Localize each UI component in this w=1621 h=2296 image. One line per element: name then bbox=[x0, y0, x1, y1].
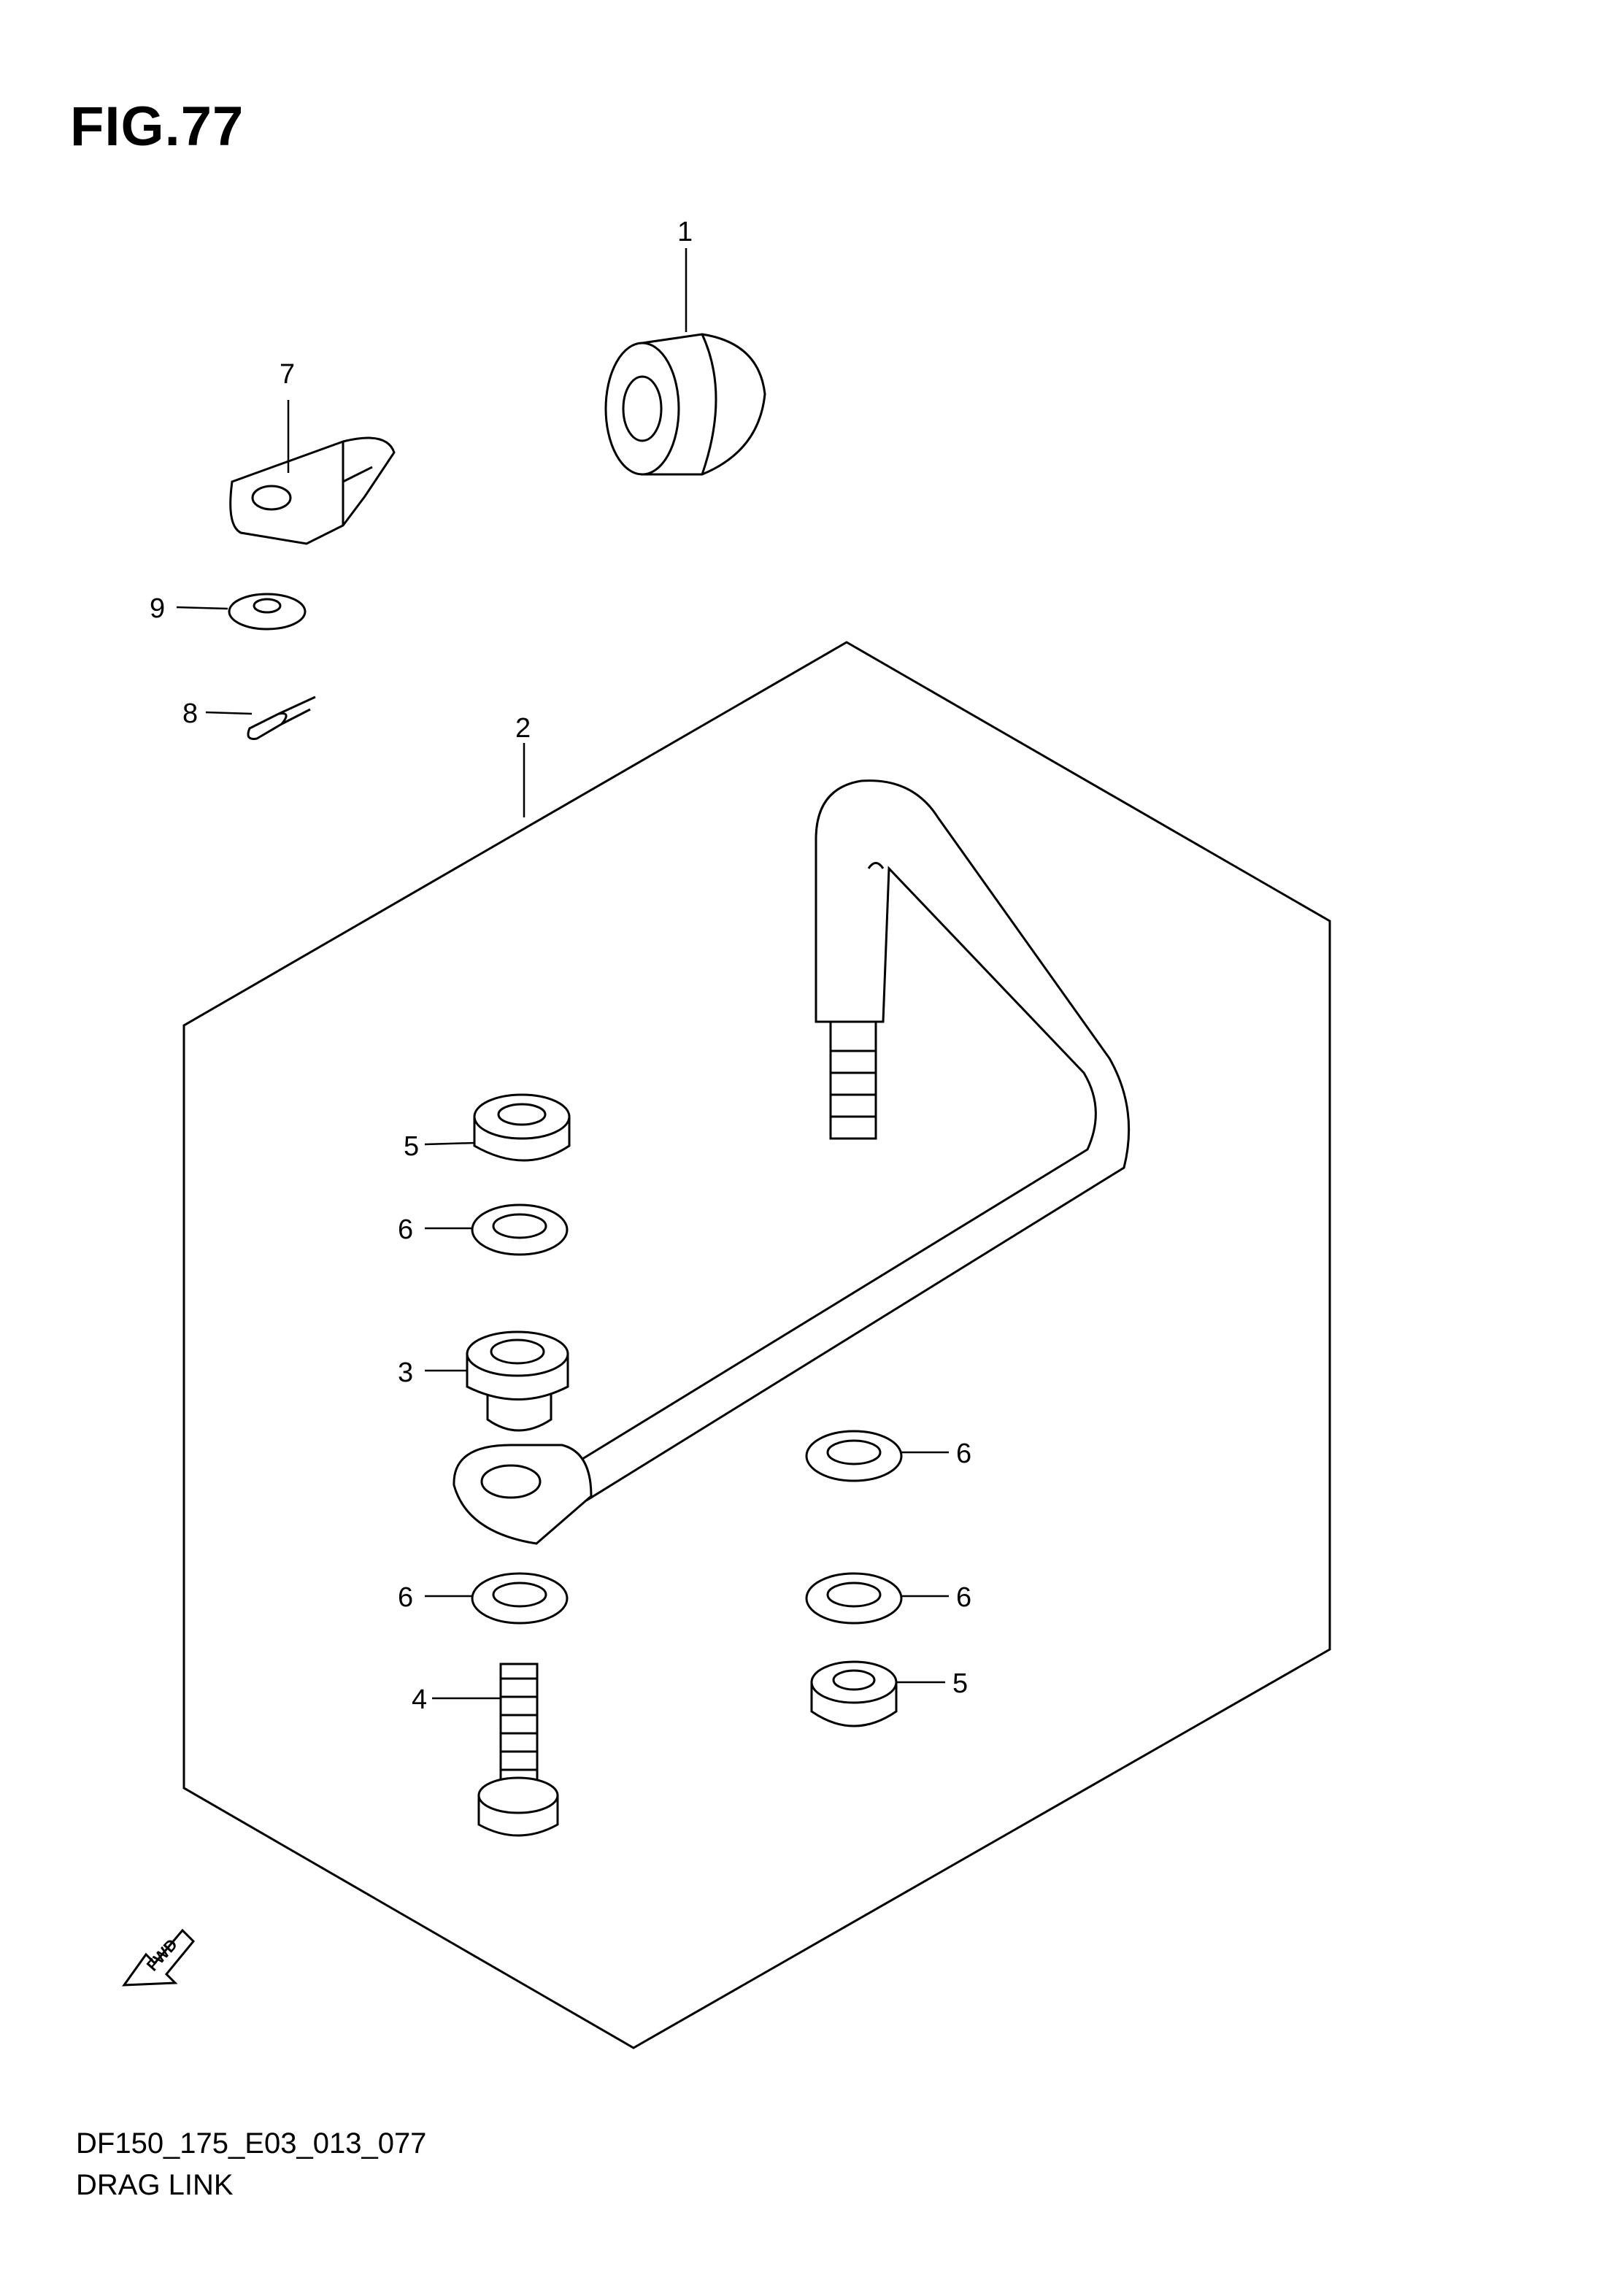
figure-title: FIG.77 bbox=[70, 96, 245, 158]
callout-7: 7 bbox=[280, 359, 295, 390]
part-cotter-pin bbox=[247, 696, 316, 740]
part-drag-link bbox=[453, 779, 1131, 1545]
diagram-code: DF150_175_E03_013_077 bbox=[76, 2127, 427, 2160]
callout-3: 3 bbox=[398, 1357, 413, 1388]
callout-2: 2 bbox=[515, 713, 531, 744]
callout-4: 4 bbox=[412, 1684, 427, 1715]
part-bolt bbox=[477, 1663, 559, 1837]
part-collar bbox=[466, 1330, 569, 1432]
diagram-name: DRAG LINK bbox=[76, 2169, 234, 2201]
part-washer-2 bbox=[805, 1430, 903, 1482]
part-washer-1 bbox=[471, 1203, 569, 1256]
part-nut-lower bbox=[810, 1660, 898, 1727]
part-clevis bbox=[229, 436, 396, 545]
kit-outline bbox=[182, 641, 1331, 2049]
callout-6-a: 6 bbox=[398, 1214, 413, 1245]
callout-5-lower: 5 bbox=[952, 1668, 968, 1699]
leader-lines bbox=[176, 248, 949, 1700]
callout-6-d: 6 bbox=[956, 1582, 971, 1613]
callout-5-upper: 5 bbox=[404, 1131, 419, 1162]
part-washer-4 bbox=[805, 1572, 903, 1625]
fwd-arrow-icon: FWD bbox=[121, 1928, 196, 1987]
part-bushing bbox=[604, 333, 766, 476]
part-washer-3 bbox=[471, 1572, 569, 1625]
part-nut-upper bbox=[473, 1093, 571, 1162]
callout-8: 8 bbox=[182, 698, 198, 729]
callout-6-c: 6 bbox=[398, 1582, 413, 1613]
callout-1: 1 bbox=[677, 217, 693, 247]
callout-9: 9 bbox=[150, 593, 165, 624]
callout-6-b: 6 bbox=[956, 1438, 971, 1469]
part-washer-small bbox=[228, 593, 307, 631]
